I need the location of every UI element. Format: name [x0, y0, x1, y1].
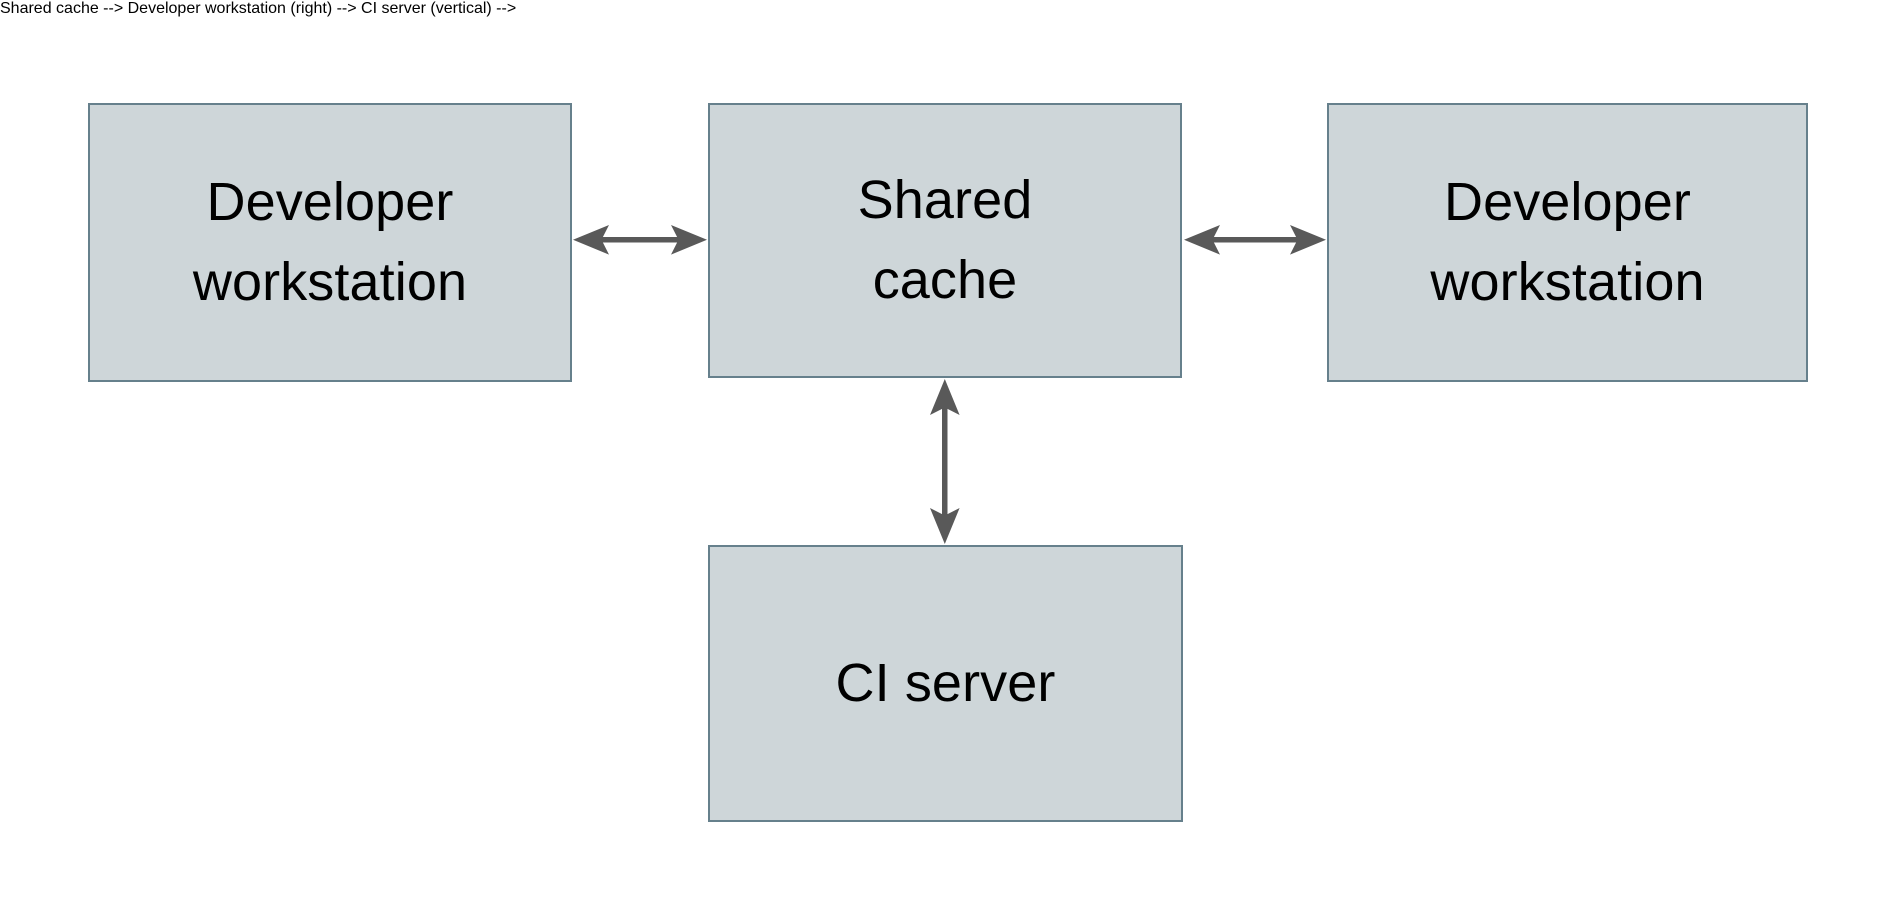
double-headed-arrow-icon	[573, 225, 707, 255]
node-developer-workstation-right[interactable]: Developer workstation	[1327, 103, 1808, 382]
node-shared-cache[interactable]: Shared cache	[708, 103, 1182, 378]
node-label-developer-workstation-left: Developer workstation	[192, 171, 468, 312]
node-ci-server[interactable]: CI server	[708, 545, 1183, 822]
double-headed-arrow-icon	[930, 379, 960, 544]
edge-shared-cache-to-ci-server	[917, 371, 973, 552]
double-headed-arrow-icon	[1184, 225, 1326, 255]
node-label-developer-workstation-right: Developer workstation	[1430, 171, 1705, 312]
edge-dev-left-to-shared-cache	[565, 212, 715, 268]
edge-shared-cache-to-dev-right	[1176, 212, 1334, 268]
node-label-shared-cache: Shared cache	[857, 169, 1033, 310]
node-label-ci-server: CI server	[835, 652, 1056, 713]
node-developer-workstation-left[interactable]: Developer workstation	[88, 103, 572, 382]
